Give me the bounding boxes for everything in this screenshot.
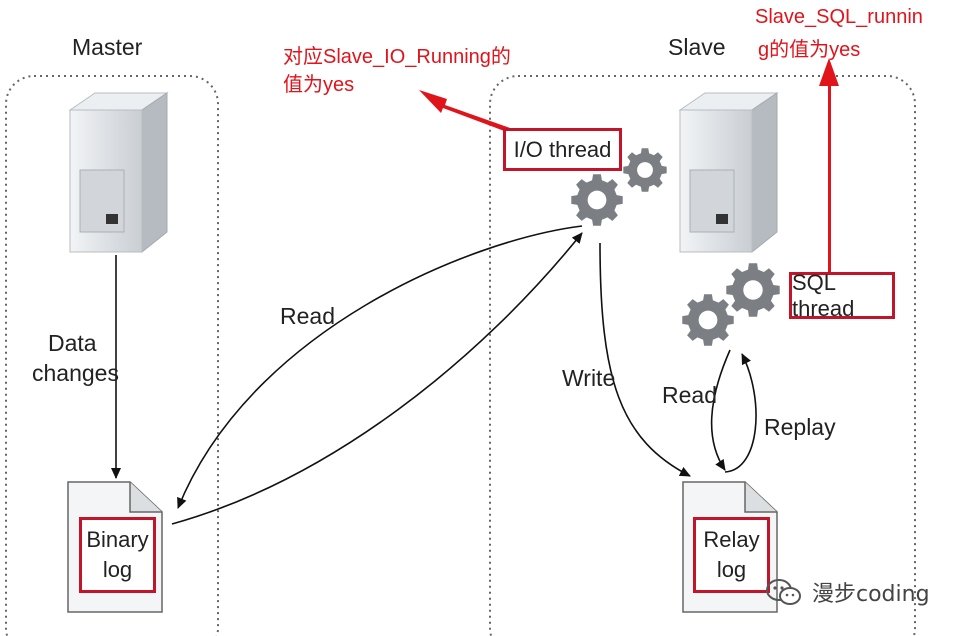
master-title: Master xyxy=(72,34,143,60)
read-label-master: Read xyxy=(280,303,335,329)
watermark-text: 漫步coding xyxy=(812,582,930,607)
sql-note-line1: Slave_SQL_runnin xyxy=(755,6,923,28)
sql-note-arrow xyxy=(819,58,839,272)
slave-title: Slave xyxy=(668,34,726,60)
binary-log-box: Binary log xyxy=(79,517,156,593)
write-label: Write xyxy=(562,365,616,391)
replay-label: Replay xyxy=(764,414,836,440)
master-server-icon xyxy=(68,92,169,254)
binlog-to-io-arrow xyxy=(171,232,583,525)
io-gear-large-icon-hole xyxy=(637,162,653,178)
data-changes-label-line2: changes xyxy=(32,360,119,386)
flow-arrows xyxy=(111,225,757,525)
gear-icons xyxy=(571,148,780,346)
sql-gear-small-icon-hole xyxy=(698,310,718,330)
master-panel xyxy=(5,75,219,636)
replay-arrow xyxy=(724,353,757,473)
wechat-icon xyxy=(766,579,801,605)
sql-thread-box: SQL thread xyxy=(789,270,895,321)
sql-read-relay-arrow xyxy=(710,349,731,471)
relay-log-line1: Relay xyxy=(703,527,760,552)
sql-gear-large-icon-hole xyxy=(743,280,763,300)
data-changes-label-line1: Data xyxy=(48,330,97,356)
watermark: 漫步coding xyxy=(764,576,930,608)
sql-note-line2: g的值为yes xyxy=(758,39,861,61)
binary-log-line2: log xyxy=(102,557,133,582)
read-label-slave: Read xyxy=(662,382,717,408)
annotation-arrows xyxy=(419,58,839,272)
io-note-line2: 值为yes xyxy=(283,74,355,96)
io-thread-box: I/O thread xyxy=(503,128,622,171)
relay-log-line2: log xyxy=(716,557,747,582)
io-note-line1: 对应Slave_IO_Running的 xyxy=(283,46,511,68)
write-relay-arrow xyxy=(599,242,691,477)
binary-log-line1: Binary xyxy=(86,527,149,552)
relay-log-box: Relay log xyxy=(693,517,770,593)
io-gear-small-icon-hole xyxy=(587,190,607,210)
slave-server-icon xyxy=(678,92,779,254)
io-note-arrow xyxy=(419,90,510,132)
read-binlog-arrow xyxy=(177,225,583,509)
